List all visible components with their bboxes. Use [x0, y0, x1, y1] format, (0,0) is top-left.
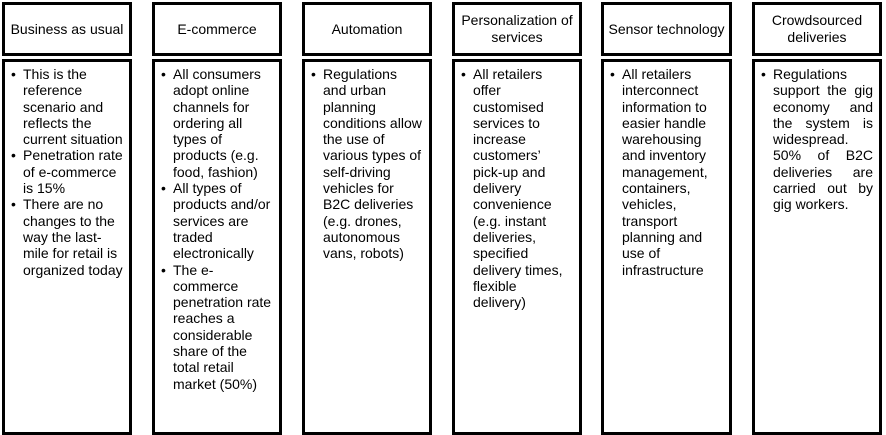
bullet-item: Regulations support the gig economy and … — [759, 66, 873, 213]
scenario-bullet-list: All retailers offer customised services … — [459, 66, 573, 310]
bullet-item: All retailers offer customised services … — [459, 66, 573, 310]
scenario-bullet-list: Regulations support the gig economy and … — [759, 66, 873, 213]
scenario-header-label: Automation — [331, 20, 403, 37]
scenario-header-label: Business as usual — [10, 20, 124, 37]
scenario-header: Sensor technology — [601, 2, 732, 56]
scenario-description-box: All consumers adopt online channels for … — [152, 59, 282, 435]
scenario-header: Personalization of services — [452, 2, 582, 56]
scenario-header: Business as usual — [2, 2, 132, 56]
scenario-bullet-list: All retailers interconnect information t… — [608, 66, 723, 278]
scenario-bullet-list: All consumers adopt online channels for … — [159, 66, 273, 392]
scenario-header-label: Crowdsourced deliveries — [771, 12, 863, 45]
bullet-item: All types of products and/or services ar… — [159, 180, 273, 261]
scenario-bullet-list: Regulations and urban planning condition… — [309, 66, 423, 262]
scenario-header: Automation — [302, 2, 432, 56]
bullet-item: This is the reference scenario and refle… — [9, 66, 123, 147]
scenario-bullet-list: This is the reference scenario and refle… — [9, 66, 123, 278]
scenario-description-box: This is the reference scenario and refle… — [2, 59, 132, 435]
scenario-description-box: All retailers interconnect information t… — [601, 59, 732, 435]
scenario-header: E-commerce — [152, 2, 282, 56]
bullet-item: Penetration rate of e-commerce is 15% — [9, 147, 123, 196]
bullet-item: All retailers interconnect information t… — [608, 66, 723, 278]
scenario-header-label: E-commerce — [177, 20, 257, 37]
bullet-item: All consumers adopt online channels for … — [159, 66, 273, 180]
scenario-header-label: Sensor technology — [608, 20, 725, 37]
scenario-description-box: Regulations support the gig economy and … — [752, 59, 882, 435]
scenario-header-label: Personalization of services — [461, 12, 573, 45]
scenario-description-box: All retailers offer customised services … — [452, 59, 582, 435]
scenario-header: Crowdsourced deliveries — [752, 2, 882, 56]
bullet-item: There are no changes to the way the last… — [9, 196, 123, 277]
scenario-description-box: Regulations and urban planning condition… — [302, 59, 432, 435]
bullet-item: Regulations and urban planning condition… — [309, 66, 423, 262]
bullet-item: The e-commerce penetration rate reaches … — [159, 262, 273, 392]
